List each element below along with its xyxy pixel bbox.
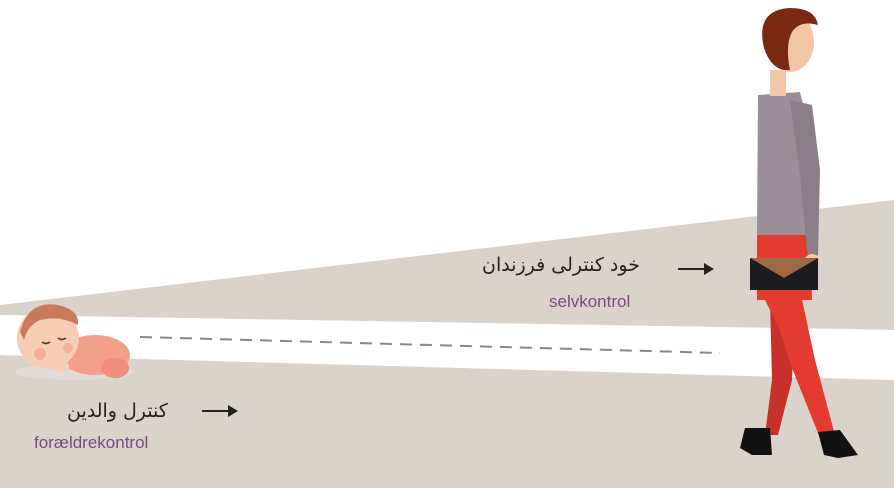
child-control-label-da: selvkontrol [549,292,630,312]
parent-control-label-fa: کنترل والدین [67,400,168,422]
child-control-label-fa: خود کنترلی فرزندان [482,254,640,276]
parent-control-label-da: forældrekontrol [34,433,148,453]
arrow-right-icon [676,261,716,277]
arrow-right-icon [200,403,240,419]
